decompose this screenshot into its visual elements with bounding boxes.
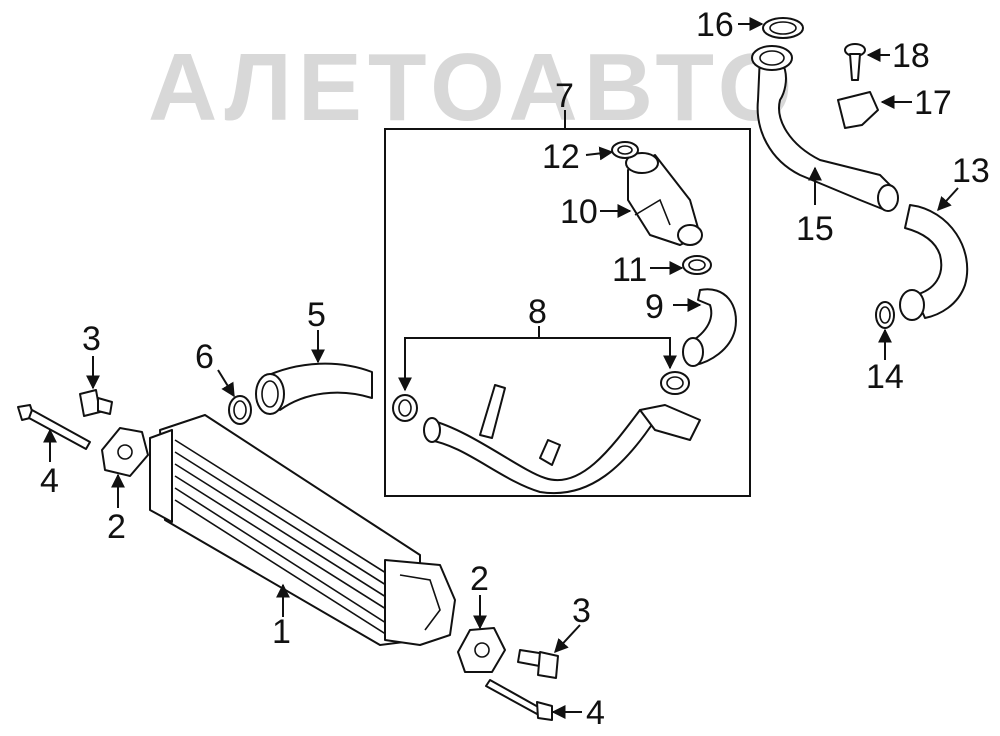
mount-bracket-upper <box>101 427 149 477</box>
callout-10: 10 <box>560 193 598 231</box>
seal-16 <box>762 17 804 39</box>
callout-5: 5 <box>307 296 326 334</box>
watermark-text: АЛЕТОАВТО <box>148 34 798 141</box>
intake-hose <box>255 362 373 415</box>
bolt-lower <box>485 679 553 721</box>
callout-6: 6 <box>195 338 214 376</box>
bracket-17 <box>837 91 879 129</box>
hose-13 <box>899 204 969 321</box>
watermark: АЛЕТОАВТО <box>148 34 798 141</box>
callout-labels: 1 2 2 3 3 4 4 5 6 7 8 9 10 11 12 13 14 1… <box>40 6 990 732</box>
assembly-7-frame <box>384 128 751 497</box>
hose-clamp-right <box>660 371 690 395</box>
leader-lines <box>43 17 959 719</box>
throttle-body <box>625 152 703 246</box>
callout-11: 11 <box>612 251 647 289</box>
intercooler <box>149 414 456 646</box>
callout-3-lower: 3 <box>572 592 591 630</box>
callout-13: 13 <box>952 152 990 190</box>
callout-4-upper: 4 <box>40 462 59 500</box>
screw-18 <box>844 43 866 81</box>
callout-7: 7 <box>555 77 574 115</box>
bolt-upper <box>17 404 91 450</box>
callout-1: 1 <box>272 613 291 651</box>
charge-pipe <box>423 384 701 495</box>
callout-14: 14 <box>866 358 904 396</box>
hose-clamp-left <box>392 394 418 422</box>
callout-4-lower: 4 <box>586 694 605 732</box>
callout-18: 18 <box>892 37 930 75</box>
callout-3-upper: 3 <box>82 320 101 358</box>
callout-2-lower: 2 <box>470 560 489 598</box>
callout-8: 8 <box>528 293 547 331</box>
nut-upper <box>79 389 113 417</box>
seal-12 <box>611 141 639 159</box>
callout-16: 16 <box>696 6 734 44</box>
callout-17: 17 <box>914 84 952 122</box>
nut-lower <box>517 649 559 679</box>
charge-hose-9 <box>682 288 737 367</box>
intake-pipe-15 <box>751 45 899 212</box>
clamp-11 <box>682 255 712 275</box>
o-ring-14 <box>875 301 895 329</box>
o-ring-6 <box>228 395 252 425</box>
callout-9: 9 <box>645 288 664 326</box>
callout-15: 15 <box>796 210 834 248</box>
callout-12: 12 <box>542 138 580 176</box>
mount-bracket-lower <box>457 627 506 673</box>
callout-2-upper: 2 <box>107 508 126 546</box>
